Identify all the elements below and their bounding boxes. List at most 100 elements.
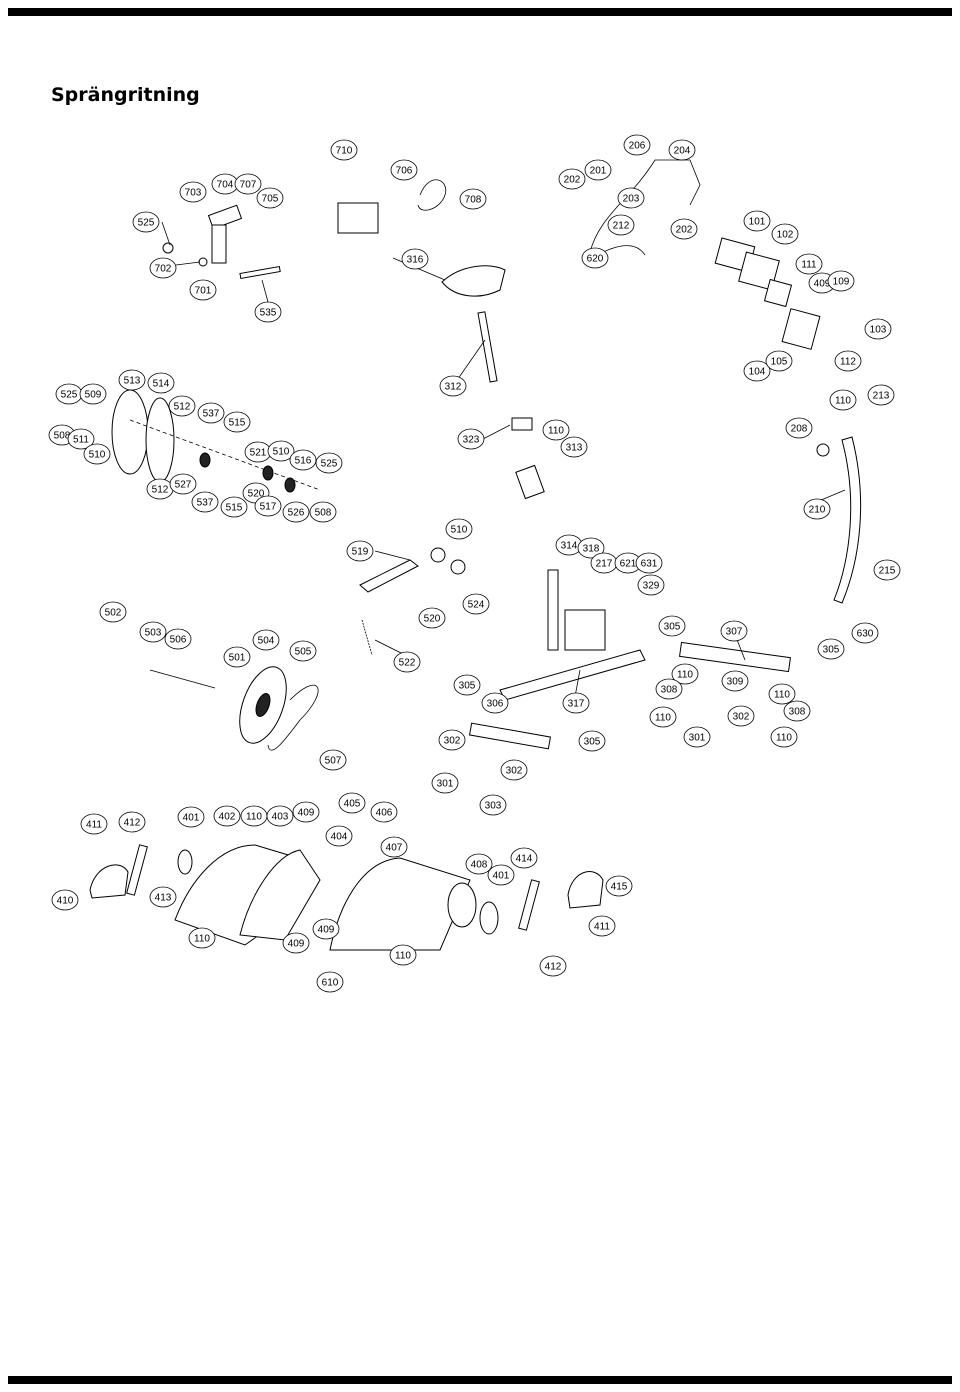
callout-bubble bbox=[139, 621, 167, 643]
callout-703: 703 bbox=[179, 181, 207, 203]
callout-525: 525 bbox=[55, 383, 83, 405]
callout-bubble bbox=[51, 889, 79, 911]
callout-414: 414 bbox=[510, 847, 538, 869]
callout-label: 213 bbox=[873, 391, 890, 402]
callout-label: 206 bbox=[629, 141, 646, 152]
callout-504: 504 bbox=[252, 629, 280, 651]
callout-bubble bbox=[727, 705, 755, 727]
flywheel-assembly bbox=[111, 389, 321, 493]
callout-bubble bbox=[864, 318, 892, 340]
callout-409: 409 bbox=[312, 918, 340, 940]
callout-label: 516 bbox=[295, 456, 312, 467]
callout-513: 513 bbox=[118, 369, 146, 391]
callout-510: 510 bbox=[83, 443, 111, 465]
callout-label: 210 bbox=[809, 505, 826, 516]
callout-label: 306 bbox=[487, 699, 504, 710]
callout-label: 537 bbox=[197, 498, 214, 509]
callout-630: 630 bbox=[851, 622, 879, 644]
saddle bbox=[441, 265, 506, 383]
callout-212: 212 bbox=[607, 214, 635, 236]
callout-bubble bbox=[213, 805, 241, 827]
callout-label: 512 bbox=[152, 485, 169, 496]
callout-label: 703 bbox=[185, 188, 202, 199]
callout-502: 502 bbox=[99, 601, 127, 623]
callout-label: 520 bbox=[424, 614, 441, 625]
callout-710: 710 bbox=[330, 139, 358, 161]
callout-label: 101 bbox=[749, 217, 766, 228]
callout-bubble bbox=[607, 214, 635, 236]
callout-104: 104 bbox=[743, 360, 771, 382]
callout-bubble bbox=[649, 706, 677, 728]
callout-510: 510 bbox=[267, 440, 295, 462]
callout-bubble bbox=[267, 440, 295, 462]
callout-bubble bbox=[500, 759, 528, 781]
callout-label: 610 bbox=[322, 978, 339, 989]
callout-label: 308 bbox=[661, 685, 678, 696]
callout-label: 521 bbox=[250, 448, 267, 459]
callout-202: 202 bbox=[558, 168, 586, 190]
callout-label: 404 bbox=[331, 832, 348, 843]
callout-210: 210 bbox=[803, 498, 831, 520]
callout-bubble bbox=[164, 628, 192, 650]
callout-301: 301 bbox=[683, 726, 711, 748]
callout-bubble bbox=[370, 801, 398, 823]
callout-bubble bbox=[220, 496, 248, 518]
callout-308: 308 bbox=[655, 678, 683, 700]
front-upright bbox=[816, 436, 862, 604]
callout-label: 201 bbox=[590, 166, 607, 177]
callout-109: 109 bbox=[827, 270, 855, 292]
callout-bubble bbox=[292, 801, 320, 823]
callout-bubble bbox=[438, 729, 466, 751]
callout-bubble bbox=[605, 875, 633, 897]
callout-label: 407 bbox=[386, 843, 403, 854]
callout-label: 510 bbox=[89, 450, 106, 461]
callout-bubble bbox=[617, 187, 645, 209]
callout-label: 110 bbox=[655, 713, 671, 724]
callout-bubble bbox=[658, 615, 686, 637]
callout-label: 519 bbox=[352, 547, 369, 558]
callout-label: 412 bbox=[545, 962, 562, 973]
callout-label: 303 bbox=[485, 801, 502, 812]
callout-label: 307 bbox=[726, 627, 743, 638]
callout-110: 110 bbox=[240, 805, 268, 827]
callout-bubble bbox=[655, 678, 683, 700]
callout-label: 411 bbox=[594, 922, 610, 933]
callout-408: 408 bbox=[465, 853, 493, 875]
callout-label: 507 bbox=[325, 756, 342, 767]
callout-bubble bbox=[149, 886, 177, 908]
callout-label: 111 bbox=[801, 260, 817, 271]
callout-203: 203 bbox=[617, 187, 645, 209]
side-covers-left bbox=[174, 844, 321, 946]
callout-label: 621 bbox=[620, 559, 637, 570]
callout-110: 110 bbox=[542, 419, 570, 441]
callout-bubble bbox=[795, 253, 823, 275]
callout-label: 513 bbox=[124, 376, 141, 387]
callout-bubble bbox=[118, 811, 146, 833]
callout-bubble bbox=[487, 864, 515, 886]
callout-206: 206 bbox=[623, 134, 651, 156]
callout-label: 704 bbox=[217, 180, 234, 191]
callout-bubble bbox=[191, 491, 219, 513]
callout-label: 102 bbox=[777, 230, 794, 241]
callout-110: 110 bbox=[671, 663, 699, 685]
callout-bubble bbox=[768, 683, 796, 705]
callout-329: 329 bbox=[637, 574, 665, 596]
callout-413: 413 bbox=[149, 886, 177, 908]
callout-318: 318 bbox=[577, 537, 605, 559]
callout-313: 313 bbox=[560, 436, 588, 458]
callout-bubble bbox=[289, 449, 317, 471]
callout-label: 512 bbox=[174, 402, 191, 413]
pedal-crank-assembly bbox=[162, 204, 281, 280]
callout-label: 323 bbox=[463, 435, 480, 446]
callout-label: 706 bbox=[396, 166, 413, 177]
callout-406: 406 bbox=[370, 801, 398, 823]
callout-bubble bbox=[743, 210, 771, 232]
callout-bubble bbox=[581, 247, 609, 269]
callout-label: 702 bbox=[155, 264, 172, 275]
callout-213: 213 bbox=[867, 384, 895, 406]
callout-517: 517 bbox=[254, 495, 282, 517]
callout-bubble bbox=[147, 372, 175, 394]
callout-label: 204 bbox=[674, 146, 691, 157]
callout-label: 508 bbox=[54, 431, 71, 442]
callout-bubble bbox=[149, 257, 177, 279]
